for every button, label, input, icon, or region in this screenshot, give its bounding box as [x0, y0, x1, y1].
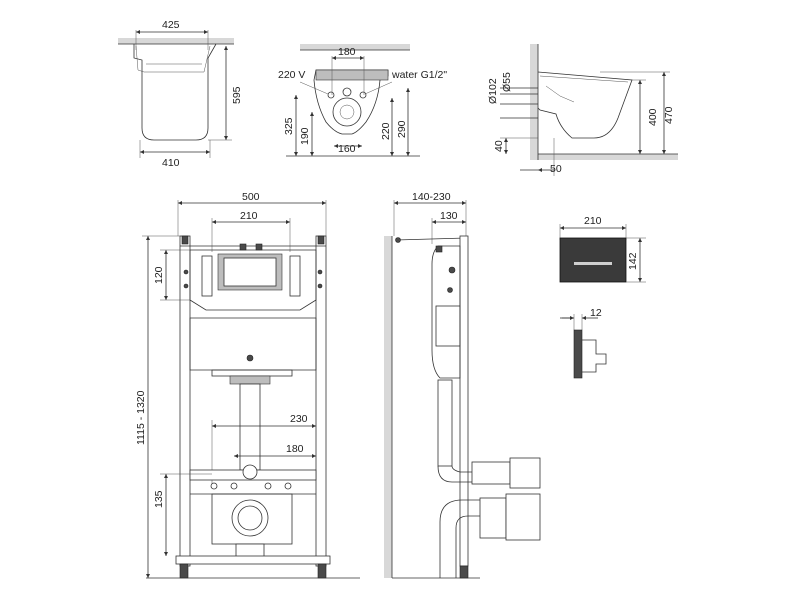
flush-plate-view: 210 142 12: [559, 215, 646, 379]
bowl-top-width-label: 425: [162, 19, 180, 31]
height-220-label: 220: [380, 122, 392, 140]
height-470-label: 470: [663, 106, 675, 124]
bowl-side-view: Ø102 Ø55 400 470 40 50: [487, 44, 678, 176]
bowl-top-view: 425 410 595: [118, 19, 243, 169]
frame-front-view: 500 210 230 180: [135, 191, 360, 579]
side-depth-label: 130: [440, 210, 458, 222]
stud-inner-spacing-label: 180: [286, 443, 304, 455]
height-290-label: 290: [396, 120, 408, 138]
diameter-102-label: Ø102: [487, 78, 499, 104]
plate-width-label: 210: [584, 215, 602, 227]
height-190-label: 190: [299, 127, 311, 145]
flush-plate: [559, 237, 627, 283]
diameter-55-label: Ø55: [501, 72, 513, 92]
height-40-label: 40: [493, 140, 505, 152]
offset-50-label: 50: [550, 163, 562, 175]
height-400-label: 400: [647, 108, 659, 126]
frame-height-label: 1115 - 1320: [135, 390, 147, 445]
tank-width-label: 210: [240, 210, 258, 222]
drain-height-label: 135: [153, 490, 165, 508]
height-325-label: 325: [283, 117, 295, 135]
front-hole-spacing-label: 180: [338, 46, 356, 58]
tank-height-label: 120: [153, 266, 165, 284]
bowl-front-view: 180 220 V water G1/2" 325 190 220 290 16…: [278, 44, 447, 157]
side-depth-range-label: 140-230: [412, 191, 451, 203]
stud-outer-spacing-label: 230: [290, 413, 308, 425]
plate-height-label: 142: [627, 252, 639, 270]
frame-side-view: 140-230 130: [384, 191, 541, 579]
outlet-spacing-label: 160: [338, 143, 356, 155]
bowl-bottom-width-label: 410: [162, 157, 180, 169]
bowl-depth-label: 595: [231, 86, 243, 104]
plate-thickness-label: 12: [590, 307, 602, 319]
power-label: 220 V: [278, 69, 305, 81]
water-label: water G1/2": [391, 69, 447, 81]
frame-width-label: 500: [242, 191, 260, 203]
